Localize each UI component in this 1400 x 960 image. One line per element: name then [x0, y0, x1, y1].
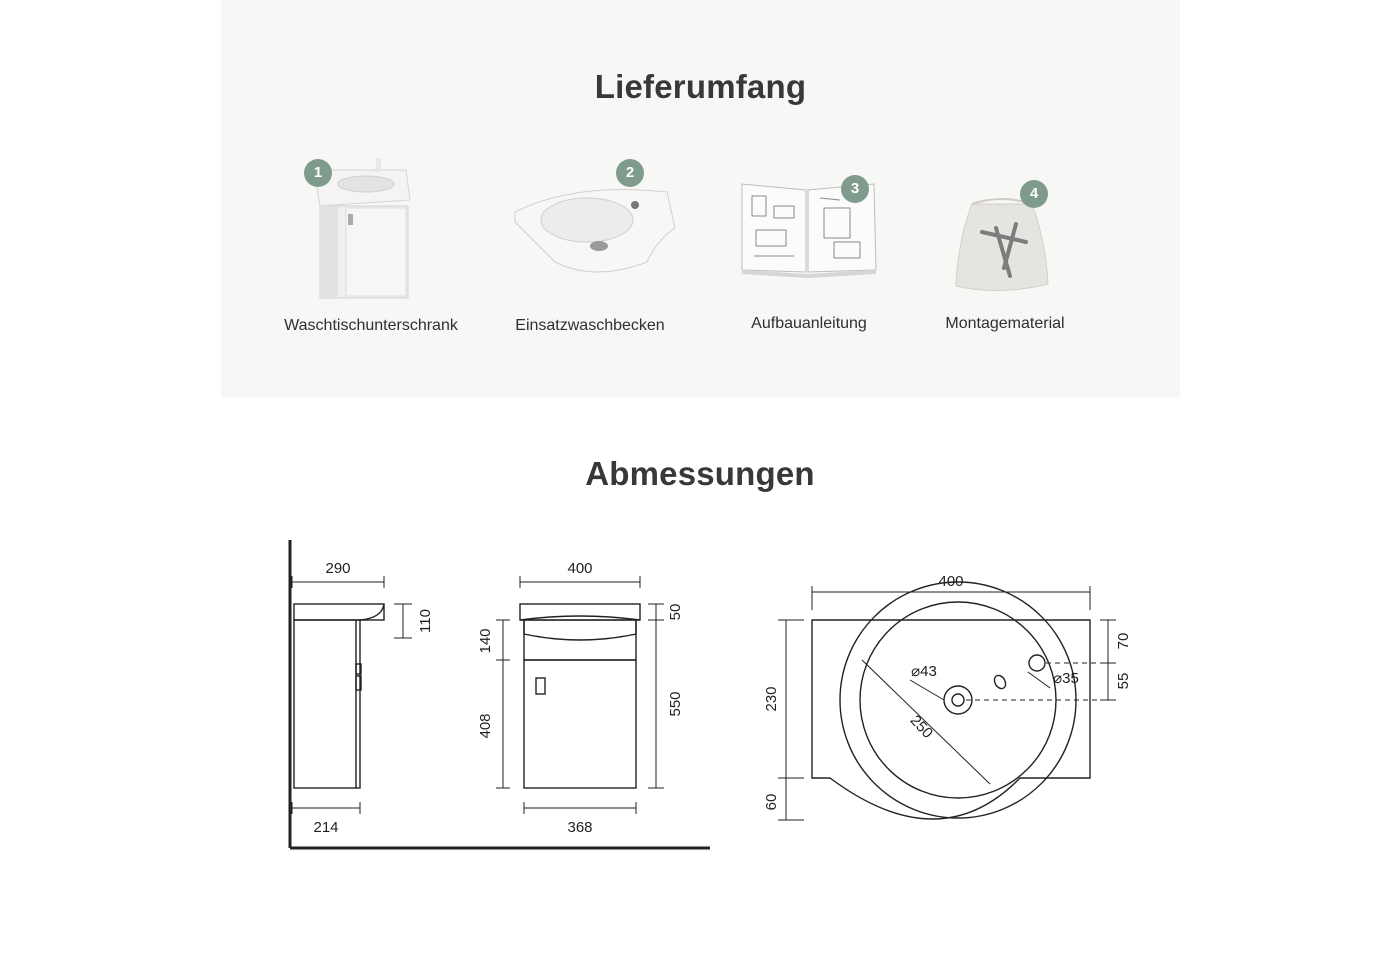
dim-front-door-height: 408	[477, 713, 494, 738]
scope-of-delivery-panel: Lieferumfang 1 Waschtischunterschrank 2 …	[221, 0, 1180, 398]
mounting-kit-bag-icon	[955, 198, 1049, 291]
dim-top-depth: 230	[763, 686, 780, 711]
item-number-badge: 3	[841, 175, 869, 203]
dim-front-rim-height: 50	[667, 604, 684, 621]
scope-item-mounting-kit: 4 Montagematerial	[900, 150, 1110, 350]
front-view-drawing	[496, 576, 664, 814]
dim-top-tap-offset: 70	[1115, 633, 1132, 650]
item-label: Aufbauanleitung	[751, 315, 867, 332]
dim-top-front-bulge: 60	[763, 794, 780, 811]
dim-side-basin-height: 110	[417, 609, 434, 633]
dim-front-basin-height: 140	[477, 628, 494, 653]
instruction-manual-icon	[741, 183, 877, 278]
dim-side-bottom-depth: 214	[313, 819, 338, 836]
scope-item-cabinet: 1 Waschtischunterschrank	[266, 150, 476, 350]
item-label: Montagematerial	[945, 315, 1065, 332]
scope-item-manual: 3 Aufbauanleitung	[704, 150, 914, 350]
dimensions-title: Abmessungen	[585, 455, 815, 492]
dim-top-tap-spacing: 55	[1115, 673, 1132, 690]
vanity-cabinet-icon	[313, 158, 411, 299]
top-view-drawing	[778, 581, 1116, 821]
dim-front-bottom-width: 368	[567, 819, 592, 836]
item-label: Waschtischunterschrank	[284, 317, 458, 334]
item-label: Einsatzwaschbecken	[515, 317, 665, 334]
dim-front-total-height: 550	[667, 691, 684, 716]
dim-front-top-width: 400	[567, 560, 592, 577]
item-number-badge: 4	[1020, 180, 1048, 208]
dim-top-width: 400	[938, 573, 963, 590]
item-number-badge: 1	[304, 159, 332, 187]
scope-item-basin: 2 Einsatzwaschbecken	[485, 150, 695, 350]
item-number-badge: 2	[616, 159, 644, 187]
side-view-drawing	[288, 540, 710, 850]
washbasin-icon	[514, 189, 676, 273]
dim-side-top-depth: 290	[325, 560, 350, 577]
scope-title: Lieferumfang	[594, 68, 807, 105]
dim-top-bowl-diameter: 250	[907, 712, 937, 742]
dim-top-tap-hole-diameter: ⌀35	[1053, 670, 1079, 687]
dim-top-drain-diameter: ⌀43	[911, 663, 937, 680]
